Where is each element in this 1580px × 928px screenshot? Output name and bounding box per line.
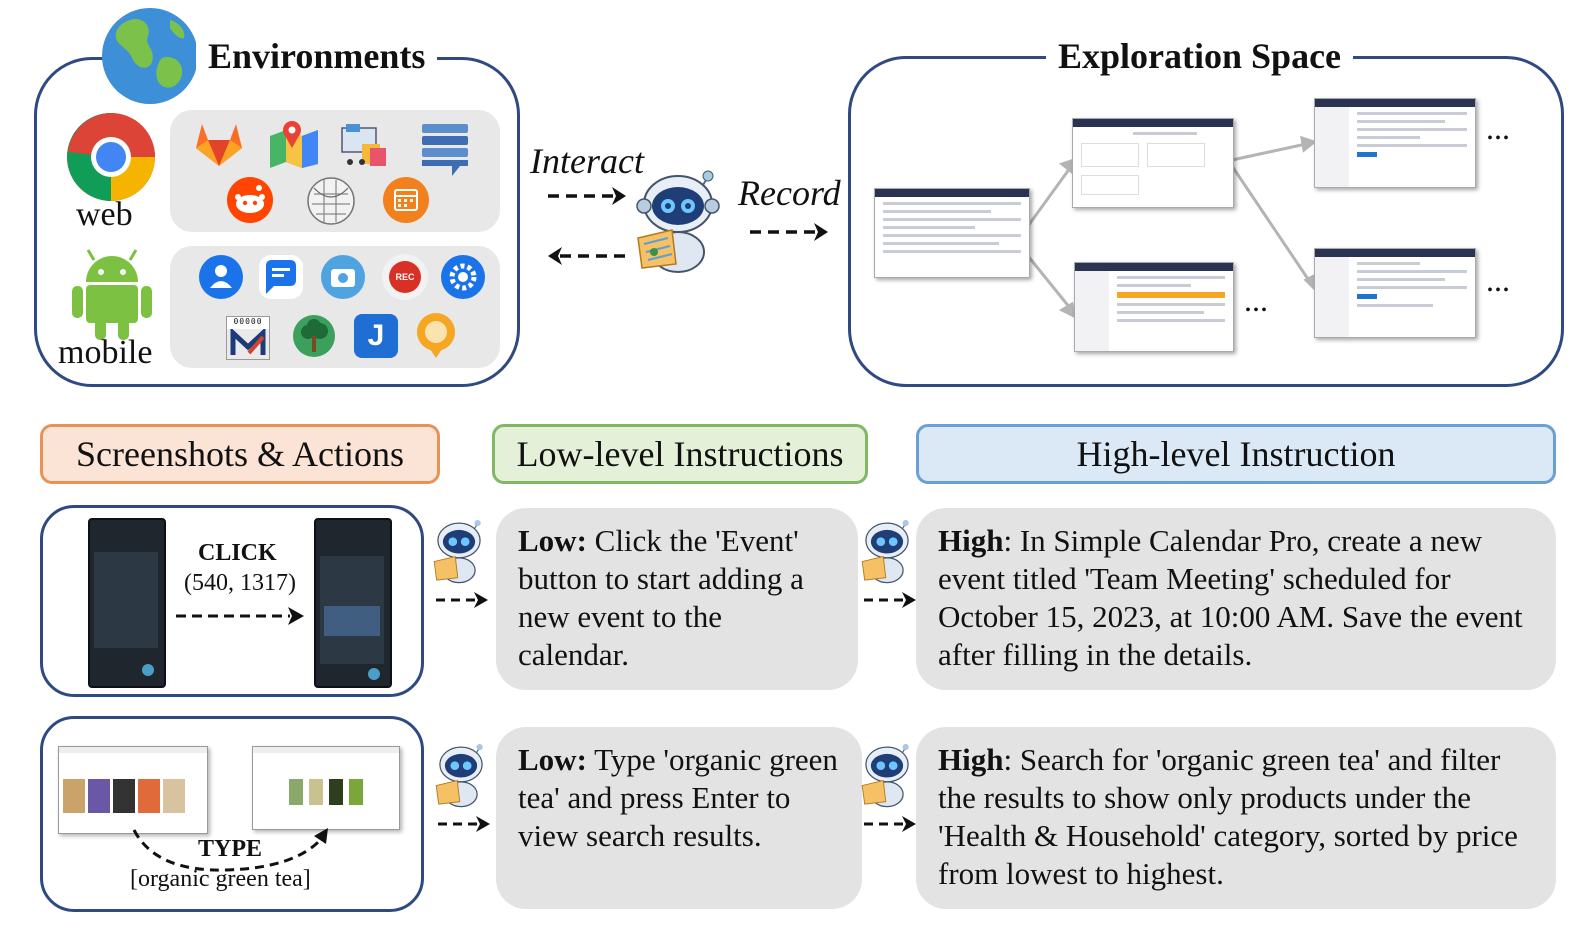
- joplin-icon: J: [354, 314, 398, 358]
- low-prefix-2: Low:: [518, 742, 587, 777]
- settings-icon: [441, 255, 485, 299]
- explore-screen-create: [1072, 118, 1234, 208]
- high-level-header: High-level Instruction: [916, 424, 1556, 484]
- rec-text: REC: [389, 261, 421, 293]
- interact-label: Interact: [530, 141, 644, 181]
- chrome-icon: [67, 113, 155, 201]
- high-text-2: : Search for 'organic green tea' and fil…: [938, 742, 1518, 891]
- robot-small-icon: [861, 520, 909, 584]
- joplin-letter: J: [367, 319, 385, 352]
- low-text-2: Type 'organic green tea' and press Enter…: [518, 742, 838, 853]
- high-prefix-2: High: [938, 742, 1004, 777]
- recorder-icon: REC: [382, 254, 428, 300]
- explore-screen-projects: [874, 188, 1030, 278]
- robot-agent-icon: [636, 170, 720, 273]
- markor-icon: 00000: [226, 316, 270, 360]
- high-prefix-1: High: [938, 523, 1004, 558]
- type-action-text: [organic green tea]: [130, 866, 311, 892]
- camera-icon: [321, 255, 365, 299]
- messages-icon: [259, 255, 303, 299]
- tree-icon: [293, 315, 335, 357]
- click-action-coordinates: (540, 1317): [184, 570, 296, 596]
- phone-screen-after: [314, 518, 392, 688]
- screenshots-header: Screenshots & Actions: [40, 424, 440, 484]
- return-arrow: [548, 247, 626, 265]
- exploration-title: Exploration Space: [1046, 34, 1354, 78]
- shop-screen-before: [58, 746, 208, 834]
- high-instruction-1: High: In Simple Calendar Pro, create a n…: [916, 508, 1556, 690]
- low-prefix-1: Low:: [518, 523, 587, 558]
- type-arrow: [132, 828, 328, 872]
- ellipsis-2: ...: [1486, 262, 1510, 298]
- robot-small-icon: [861, 744, 909, 808]
- calendar-icon: [383, 177, 429, 223]
- robot-small-icon: [433, 520, 481, 584]
- explore-screen-settings-b: [1314, 248, 1476, 338]
- shop-screen-after: [252, 746, 400, 830]
- interact-arrow: [548, 187, 626, 205]
- high-instruction-2: High: Search for 'organic green tea' and…: [916, 727, 1556, 909]
- web-label: web: [76, 196, 133, 233]
- explore-screen-issue: [1074, 262, 1234, 352]
- click-arrow: [176, 607, 304, 625]
- record-arrow: [750, 223, 828, 241]
- low-instruction-2: Low: Type 'organic green tea' and press …: [496, 727, 862, 909]
- counter-text: 00000: [227, 317, 269, 329]
- to-high-arrow-1: [864, 592, 916, 608]
- reddit-icon: [227, 177, 273, 223]
- robot-small-icon: [435, 744, 483, 808]
- gitlab-icon: [196, 124, 242, 166]
- to-low-arrow-2: [438, 816, 490, 832]
- environments-title: Environments: [196, 34, 438, 78]
- ellipsis-3: ...: [1244, 282, 1268, 318]
- map-icon: [270, 121, 318, 168]
- to-low-arrow-1: [436, 592, 488, 608]
- type-action-type: TYPE: [198, 836, 263, 862]
- low-instruction-1: Low: Click the 'Event' button to start a…: [496, 508, 858, 690]
- osmand-icon: [417, 313, 455, 358]
- shopping-icon: [341, 124, 386, 166]
- contacts-icon: [199, 255, 243, 299]
- low-text-1: Click the 'Event' button to start adding…: [518, 523, 804, 672]
- mobile-label: mobile: [58, 334, 153, 371]
- wikipedia-icon: [307, 177, 355, 225]
- record-label: Record: [738, 173, 841, 213]
- forum-list-icon: [422, 124, 468, 176]
- exploration-edges: [1026, 135, 1319, 319]
- explore-screen-settings-a: [1314, 98, 1476, 188]
- ellipsis-1: ...: [1486, 110, 1510, 146]
- m-glyph-icon: [230, 327, 266, 355]
- to-high-arrow-2: [864, 816, 916, 832]
- phone-screen-before: [88, 518, 166, 688]
- high-text-1: : In Simple Calendar Pro, create a new e…: [938, 523, 1523, 672]
- click-action-type: CLICK: [198, 540, 277, 566]
- globe-icon: [102, 8, 198, 104]
- low-level-header: Low-level Instructions: [492, 424, 868, 484]
- android-icon: [72, 249, 152, 340]
